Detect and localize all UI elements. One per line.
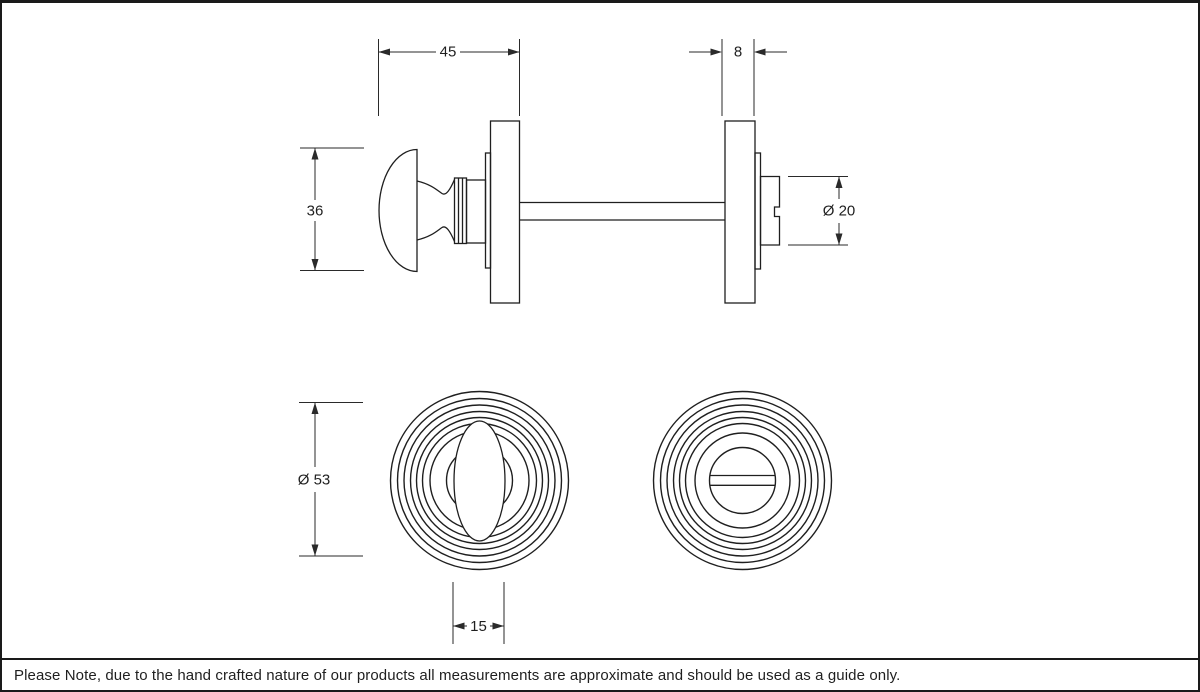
right-rose-step xyxy=(754,152,762,270)
coin-turn-disc xyxy=(708,446,777,515)
left-rose-step xyxy=(484,152,492,269)
dimension-rose-diameter: Ø 53 xyxy=(298,402,363,557)
dimension-label-45: 45 xyxy=(440,44,457,61)
dimension-knob-diameter: 36 xyxy=(300,147,364,271)
dimension-label-36: 36 xyxy=(307,203,324,220)
knob-base-cylinder xyxy=(465,179,487,244)
front-view-thumbturn xyxy=(389,390,570,571)
dimension-thumbturn-width: 15 xyxy=(452,582,505,644)
drawing-canvas: 45 8 36 xyxy=(298,39,856,644)
rose-boss-circle xyxy=(694,432,791,529)
side-elevation-view: 45 8 36 xyxy=(300,39,856,304)
dimension-turn-release-diameter: Ø 20 xyxy=(788,176,856,246)
dimension-label-15: 15 xyxy=(470,618,487,635)
dimension-label-d53: Ø 53 xyxy=(298,472,331,489)
thumbturn-knob-neck-bottom xyxy=(416,226,456,242)
footer-note-bar: Please Note, due to the hand crafted nat… xyxy=(2,658,1198,690)
knob-collar xyxy=(453,177,468,245)
dimension-label-d20: Ø 20 xyxy=(823,203,856,220)
coin-turn-release-side xyxy=(759,175,781,246)
front-view-coin-release xyxy=(652,390,833,571)
dimension-label-8: 8 xyxy=(734,44,742,61)
thumbturn-oval-grip xyxy=(453,420,506,542)
left-rose-plate xyxy=(489,120,521,304)
dimension-rose-depth: 8 xyxy=(689,39,787,116)
dimension-knob-projection: 45 xyxy=(378,39,520,116)
measurement-disclaimer-note: Please Note, due to the hand crafted nat… xyxy=(14,666,901,684)
right-rose-plate xyxy=(724,120,756,304)
thumbturn-knob-neck-top xyxy=(416,179,456,195)
thumbturn-knob-cap xyxy=(378,148,418,273)
